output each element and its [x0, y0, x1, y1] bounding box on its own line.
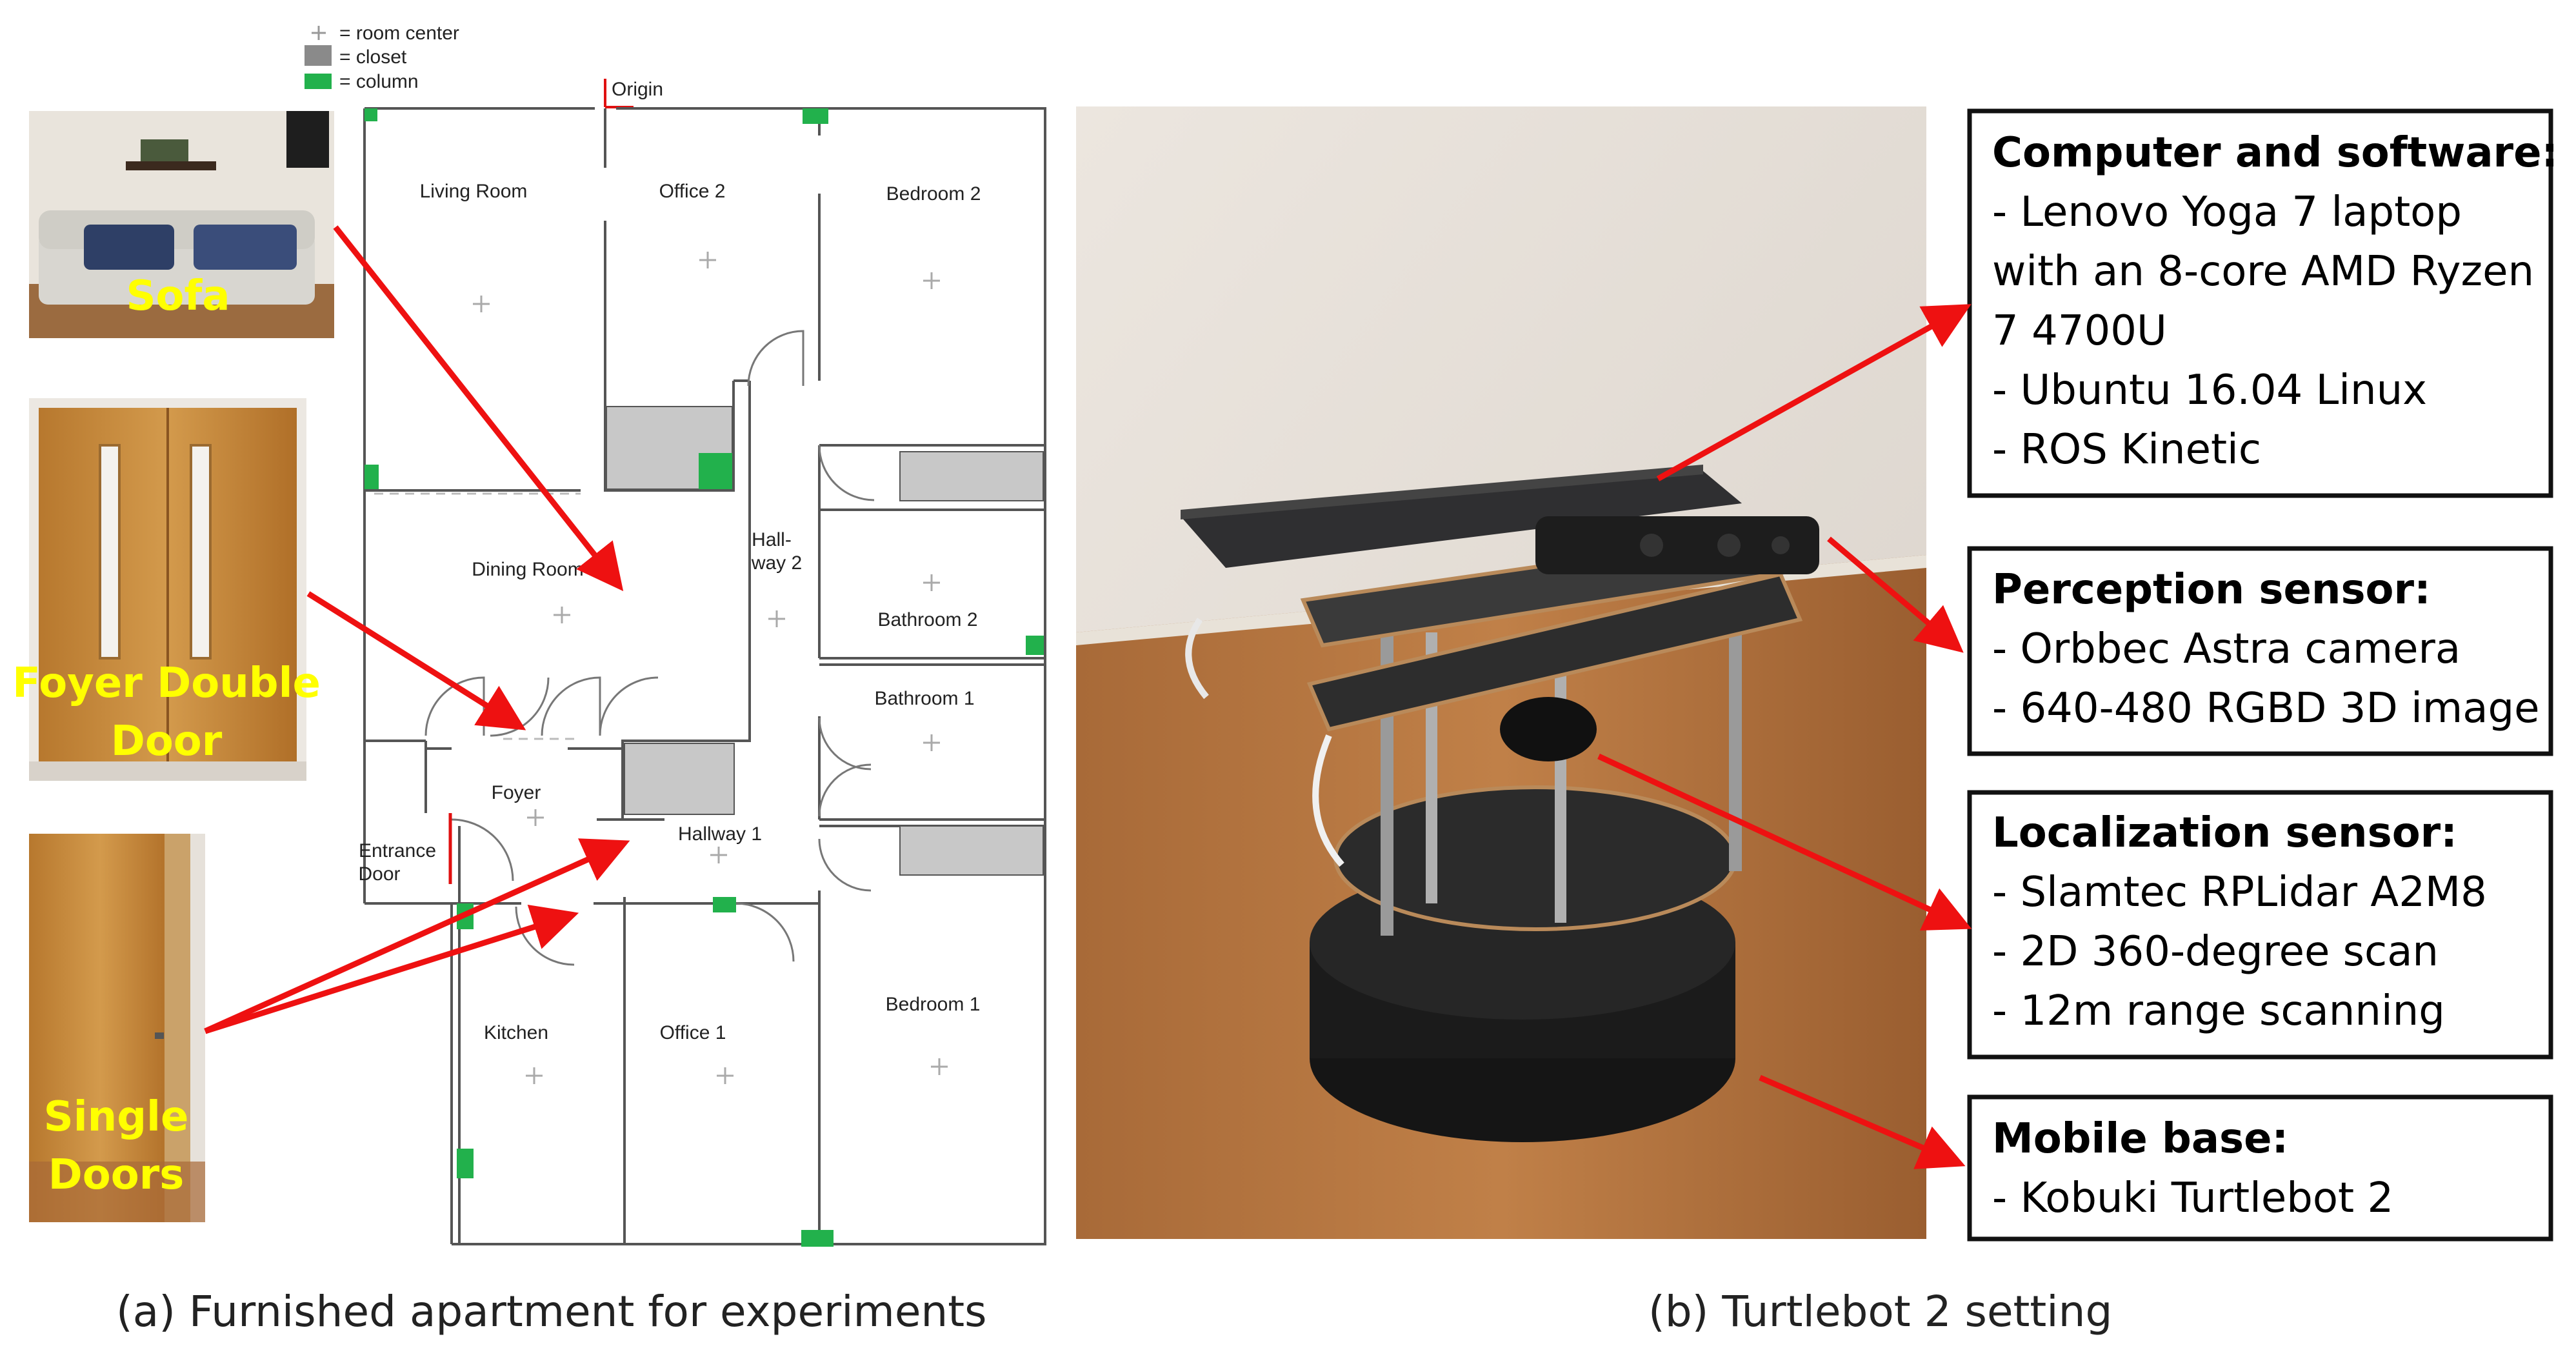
- localization-box-title: Localization sensor: [1992, 809, 2441, 857]
- door-swings: [424, 330, 875, 966]
- perception-box-title: Perception sensor: [1992, 566, 2415, 614]
- mobile-base-box: Mobile base: - Kobuki Turtlebot 2: [1967, 1094, 2553, 1242]
- perception-item-2: - 640-480 RGBD 3D image: [1992, 685, 2539, 732]
- room-bedroom-2: Bedroom 2: [886, 183, 981, 205]
- room-entrance-door-line1: Entrance: [359, 840, 436, 861]
- room-living-room: Living Room: [420, 181, 528, 202]
- single-doors-label-line1: Single: [44, 1093, 189, 1141]
- room-office-2: Office 2: [659, 181, 726, 202]
- room-dining-room: Dining Room: [472, 559, 583, 580]
- foyer-double-door-photo: Foyer Double Door: [12, 398, 321, 781]
- svg-text:Mobile base:: Mobile base:: [1992, 1115, 2288, 1163]
- localization-item-2: - 2D 360-degree scan: [1992, 928, 2439, 976]
- caption-b: (b) Turtlebot 2 setting: [1648, 1287, 2112, 1336]
- localization-box-colon: :: [2441, 809, 2457, 857]
- mobile-base-box-title: Mobile base: [1992, 1115, 2272, 1163]
- room-center-marks: [473, 252, 948, 1084]
- outer-walls: [363, 107, 1046, 1245]
- columns: [364, 108, 1044, 1247]
- legend-room-center: = room center: [339, 23, 459, 44]
- room-office-1: Office 1: [660, 1022, 726, 1043]
- computer-box-colon: :: [2541, 129, 2558, 177]
- single-doors-label-line2: Doors: [48, 1151, 185, 1199]
- closets: [606, 406, 1044, 876]
- room-entrance-door-line2: Door: [358, 863, 400, 885]
- computer-item-4: - Ubuntu 16.04 Linux: [1992, 367, 2427, 414]
- room-bedroom-1: Bedroom 1: [886, 994, 981, 1015]
- sofa-photo: Sofa: [29, 111, 334, 338]
- room-center-legend-icon: [312, 26, 326, 40]
- localization-box: Localization sensor: - Slamtec RPLidar A…: [1967, 790, 2553, 1060]
- room-foyer: Foyer: [492, 782, 541, 803]
- perception-box-colon: :: [2414, 566, 2431, 614]
- interior-walls: [363, 108, 1046, 1244]
- arrow-lidar-to-localization-box: [1597, 753, 1972, 931]
- computer-box: Computer and software: - Lenovo Yoga 7 l…: [1967, 108, 2558, 498]
- svg-text:Localization sensor:: Localization sensor:: [1992, 809, 2457, 857]
- arrow-base-to-mobile-box: [1759, 1074, 1966, 1169]
- computer-item-5: - ROS Kinetic: [1992, 426, 2261, 474]
- arrow-camera-to-perception-box: [1827, 536, 1964, 653]
- column-legend-swatch: [305, 74, 332, 89]
- arrow-single-door-to-hallway: [204, 838, 630, 1034]
- single-doors-photo: Single Doors: [29, 834, 205, 1222]
- origin-label: Origin: [612, 79, 663, 100]
- computer-item-1: - Lenovo Yoga 7 laptop: [1992, 188, 2462, 236]
- svg-text:Computer and software:: Computer and software:: [1992, 129, 2558, 177]
- computer-item-2: with an 8-core AMD Ryzen: [1992, 248, 2534, 296]
- perception-box: Perception sensor: - Orbbec Astra camera…: [1967, 546, 2553, 756]
- annotation-arrows: [204, 225, 1972, 1169]
- sofa-label: Sofa: [126, 272, 230, 320]
- foyer-double-door-label-line1: Foyer Double: [12, 659, 321, 707]
- room-bathroom-2: Bathroom 2: [877, 609, 977, 630]
- arrow-single-door-to-kitchen: [204, 904, 579, 1034]
- legend: = room center = closet = column: [305, 23, 459, 92]
- closet-legend-swatch: [305, 45, 332, 66]
- computer-item-3: 7 4700U: [1992, 307, 2167, 355]
- room-kitchen: Kitchen: [484, 1022, 548, 1043]
- legend-closet: = closet: [339, 46, 407, 68]
- arrow-laptop-to-computer-box: [1656, 304, 1972, 481]
- arrow-sofa-to-living: [333, 225, 624, 592]
- foyer-double-door-label-line2: Door: [111, 718, 223, 765]
- svg-text:Perception sensor:: Perception sensor:: [1992, 566, 2431, 614]
- room-hallway-1: Hallway 1: [678, 823, 762, 845]
- arrow-double-door-to-foyer: [306, 591, 526, 730]
- mobile-base-item-1: - Kobuki Turtlebot 2: [1992, 1174, 2393, 1222]
- room-bathroom-1: Bathroom 1: [874, 688, 974, 709]
- localization-item-3: - 12m range scanning: [1992, 987, 2445, 1035]
- computer-box-title: Computer and software: [1992, 129, 2541, 177]
- room-hallway-2-line2: way 2: [751, 552, 802, 574]
- floor-plan: Origin: [358, 79, 1046, 1247]
- caption-a: (a) Furnished apartment for experiments: [116, 1287, 987, 1336]
- room-hallway-2-line1: Hall-: [752, 529, 792, 550]
- legend-column: = column: [339, 71, 419, 92]
- turtlebot-photo: [1076, 106, 1926, 1239]
- mobile-base-box-colon: :: [2272, 1115, 2289, 1163]
- localization-item-1: - Slamtec RPLidar A2M8: [1992, 869, 2487, 916]
- perception-item-1: - Orbbec Astra camera: [1992, 625, 2461, 673]
